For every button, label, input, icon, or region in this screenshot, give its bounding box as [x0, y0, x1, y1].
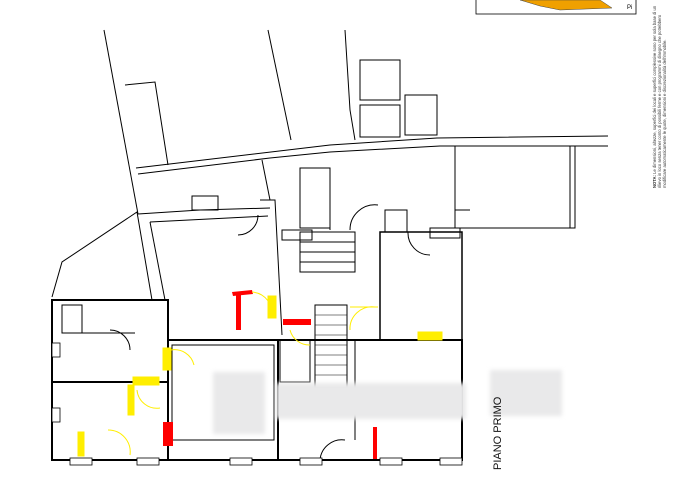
- location-inset: Pi: [475, 0, 637, 15]
- doors-yellow: [77, 291, 443, 457]
- inset-label: Pi: [627, 5, 632, 11]
- note-text: Le dimensioni, altezze, superfici dei lo…: [652, 5, 668, 188]
- floor-label: PIANO PRIMO: [492, 396, 504, 470]
- blurred-area: [213, 372, 265, 434]
- plan-note: NOTA: Le dimensioni, altezze, superfici …: [652, 0, 668, 188]
- blurred-area: [276, 383, 466, 419]
- blurred-area: [490, 370, 562, 416]
- windows: [51, 342, 463, 466]
- doors-red: [163, 290, 377, 459]
